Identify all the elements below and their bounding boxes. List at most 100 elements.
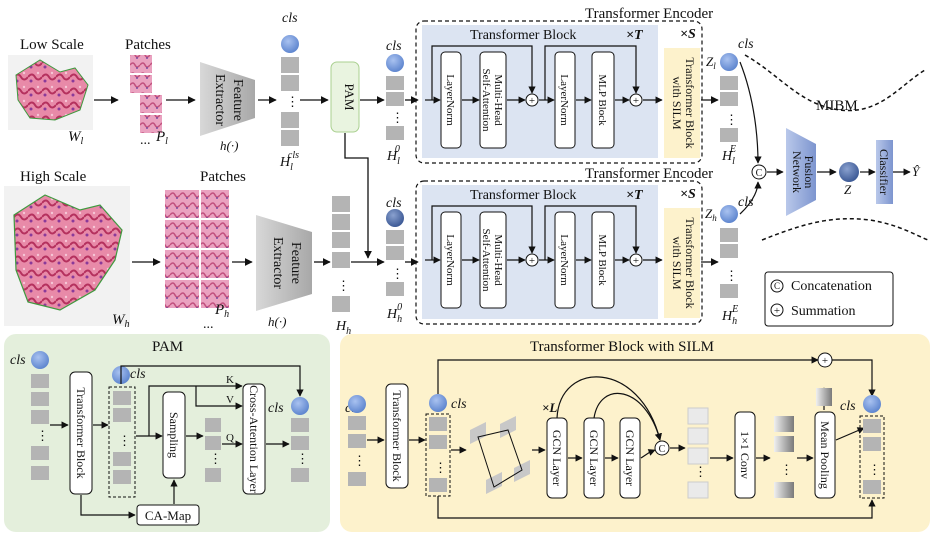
layernorm-label: LayerNorm [444, 74, 456, 126]
cls-label: cls [840, 399, 856, 414]
sum-symbol: + [633, 255, 639, 267]
cls-label: cls [738, 37, 754, 52]
pooled-token [816, 388, 832, 406]
cls-label: cls [282, 11, 298, 26]
vdots: ⋮ [36, 428, 49, 443]
vdots: ⋮ [868, 462, 881, 477]
low-patches-image [130, 55, 162, 133]
cls-label: cls [738, 195, 754, 210]
h-h0-label: Hh0 [386, 302, 402, 325]
pam-panel-title: PAM [152, 339, 183, 355]
times-s: ×S [680, 187, 696, 202]
pam-transformer-block [69, 371, 93, 495]
sum-node [525, 253, 539, 267]
cls-label: cls [451, 397, 467, 412]
sampled-tokens [205, 418, 221, 482]
cls-label: cls [386, 39, 402, 54]
silm-transformer-block [385, 383, 409, 489]
sum-symbol: + [633, 95, 639, 107]
q-label: Q [226, 432, 234, 444]
layernorm-1-top [440, 51, 462, 149]
silm-strip-top [664, 48, 700, 158]
sum-symbol: + [529, 95, 535, 107]
h-func-low: h(·) [220, 138, 238, 153]
cls-label: cls [10, 353, 26, 368]
encoder-title-top: Transformer Encoder [585, 6, 713, 22]
mhsa-bottom [479, 211, 507, 309]
token-stack-hhe [720, 228, 738, 298]
mibm-title: MIBM [816, 98, 858, 114]
cross-attention-box [242, 383, 266, 495]
patches-high-label: Patches [200, 169, 246, 185]
encoder-dashed-bottom [415, 180, 703, 325]
z-l-label: Zl [706, 54, 716, 71]
mlp-top [591, 51, 615, 149]
h-h-label: Hh [335, 319, 351, 337]
mhsa-label2: Self-Attention [480, 229, 492, 292]
legend: C Concatenation + Summation [764, 271, 894, 327]
mhsa-top [479, 51, 507, 149]
p-low-dots: ... [140, 133, 151, 148]
cls-token [291, 397, 309, 415]
transformer-block-title-bottom: Transformer Block [470, 188, 576, 203]
silm-transformer-label: Transformer Block [390, 390, 404, 481]
feature-extractor-high [256, 215, 312, 311]
h-he-label: HhE [721, 304, 738, 327]
cls-token [386, 54, 404, 72]
gcn-label: GCN Layer [550, 430, 564, 486]
z-h-label: Zh [705, 206, 717, 223]
times-s: ×S [680, 27, 696, 42]
concat-symbol: C [659, 444, 666, 455]
z-label: Z [844, 182, 852, 197]
p-high-dots: ... [203, 317, 214, 332]
vdots: ⋮ [725, 112, 738, 127]
concat-node [751, 164, 767, 180]
conv-box [734, 411, 756, 499]
mibm-lower-curve [761, 217, 929, 241]
cls-label: cls [268, 401, 284, 416]
cls-token [281, 35, 299, 53]
cls-token [348, 395, 366, 413]
layernorm-label: LayerNorm [558, 234, 570, 286]
sampling-box [162, 391, 186, 479]
mhsa-label1: Multi-Head [492, 74, 504, 126]
silm-output-dashed [859, 415, 885, 499]
silm-strip-text2: with SILM [670, 236, 684, 289]
vdots: ⋮ [296, 451, 309, 466]
p-l-label: Pl [155, 129, 168, 147]
concat-symbol: C [756, 168, 763, 179]
silm-input-tokens [348, 416, 366, 486]
z-token [839, 162, 859, 182]
ca-map-box [136, 504, 200, 526]
concat-node [654, 440, 670, 456]
mlp-label: MLP Block [596, 234, 608, 286]
y-hat-label: Ŷ [912, 164, 921, 179]
conv-label: 1×1 Conv [738, 431, 752, 479]
low-scale-slide-image [8, 55, 93, 130]
pam-transformer-label: Transformer Block [74, 387, 88, 478]
fusion-label2: Network [790, 151, 804, 193]
h-l-cls-label: Hlcls [279, 150, 299, 173]
pam-input-tokens [31, 374, 49, 480]
legend-concatenation: Concatenation [791, 279, 872, 294]
cls-token [31, 351, 49, 369]
sum-node [817, 352, 833, 368]
v-label: V [226, 394, 234, 406]
sum-node [525, 93, 539, 107]
k-label: K [226, 374, 234, 386]
token-stack-hle [720, 76, 738, 142]
cls-token-high [386, 209, 404, 227]
classifier [876, 140, 893, 204]
fe-high-line1: Feature [288, 242, 303, 284]
ca-map-label: CA-Map [145, 508, 191, 523]
cls-label: cls [130, 367, 146, 382]
vdots: ⋮ [391, 266, 404, 281]
silm-mid-tokens [429, 417, 447, 492]
vdots: ⋮ [725, 268, 738, 283]
w-h-label: Wh [112, 312, 130, 330]
vdots: ⋮ [391, 110, 404, 125]
vdots: ⋮ [694, 464, 707, 479]
silm-output-tokens [863, 419, 881, 494]
encoder-title-bottom: Transformer Encoder [585, 166, 713, 182]
